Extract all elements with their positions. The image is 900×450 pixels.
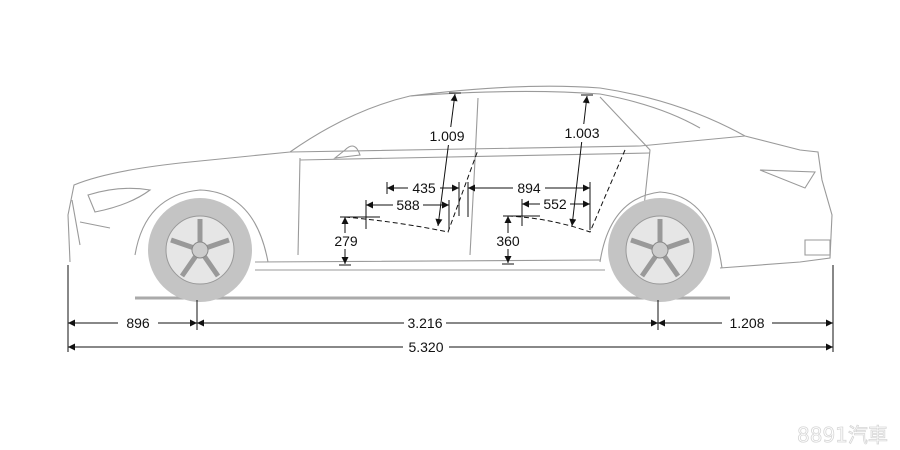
front-wheel	[148, 198, 252, 302]
front-headroom-label: 1.009	[429, 128, 464, 144]
rear-headroom-label: 1.003	[564, 125, 599, 141]
seat-reference-lines	[344, 149, 626, 233]
rear-wheel	[608, 198, 712, 302]
rear-overhang-label: 1.208	[729, 315, 764, 331]
rear-knee-space-label: 894	[517, 180, 541, 196]
rear-seat-height-label: 360	[496, 233, 520, 249]
dimension-labels: 896 3.216 1.208 5.320 1.009 1.003 435 58…	[118, 124, 772, 356]
front-seat-depth-label: 435	[412, 180, 436, 196]
front-overhang-label: 896	[126, 315, 150, 331]
wheelbase-label: 3.216	[407, 315, 442, 331]
rear-seat-depth-label: 552	[543, 196, 567, 212]
car-body-outline	[67, 85, 833, 271]
front-legroom-label: 588	[396, 197, 420, 213]
overall-length-label: 5.320	[408, 339, 443, 355]
front-seat-height-label: 279	[334, 233, 358, 249]
watermark: 8891汽車	[797, 423, 888, 447]
